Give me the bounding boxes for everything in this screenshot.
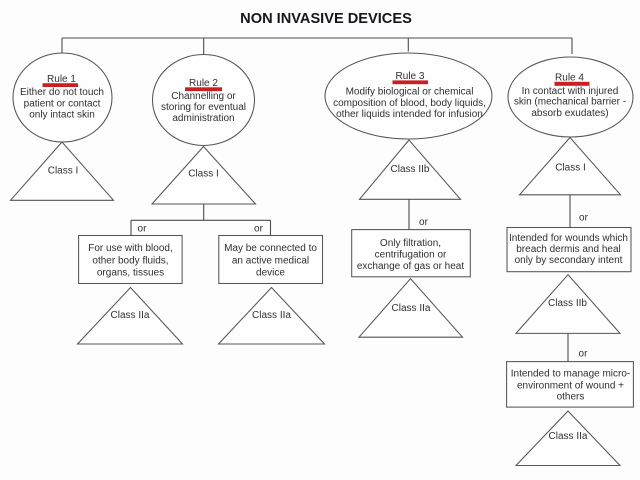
svg-text:Rule 2: Rule 2 <box>189 78 218 89</box>
svg-text:environment of wound +: environment of wound + <box>517 381 624 392</box>
svg-text:patient or contact: patient or contact <box>24 99 101 110</box>
svg-text:In contact with injured: In contact with injured <box>522 86 619 97</box>
svg-text:Intended for wounds which: Intended for wounds which <box>509 233 628 244</box>
svg-text:device: device <box>256 268 285 279</box>
svg-text:Modify biological or chemical: Modify biological or chemical <box>346 87 474 98</box>
svg-text:only by secondary intent: only by secondary intent <box>515 255 623 266</box>
svg-text:exchange of gas or heat: exchange of gas or heat <box>357 261 465 272</box>
svg-text:Channelling or: Channelling or <box>171 91 236 102</box>
svg-text:other liquids intended for inf: other liquids intended for infusion <box>336 109 483 120</box>
svg-text:Intended to manage micro-: Intended to manage micro- <box>511 369 631 380</box>
svg-text:composition of blood, body liq: composition of blood, body liquids, <box>333 98 486 109</box>
svg-text:Class IIa: Class IIa <box>392 303 431 314</box>
svg-text:storing for eventual: storing for eventual <box>161 102 246 113</box>
svg-text:Class I: Class I <box>48 166 79 177</box>
svg-text:or: or <box>254 224 264 235</box>
svg-text:administration: administration <box>172 113 234 124</box>
svg-text:Either do not touch: Either do not touch <box>20 87 104 98</box>
svg-text:Rule 1: Rule 1 <box>47 74 76 85</box>
svg-text:breach dermis and heal: breach dermis and heal <box>516 244 621 255</box>
svg-text:organs, tissues: organs, tissues <box>97 268 164 279</box>
svg-text:or: or <box>138 224 148 235</box>
svg-text:or: or <box>579 349 589 360</box>
svg-text:only intact skin: only intact skin <box>29 110 95 121</box>
svg-text:Only filtration,: Only filtration, <box>380 238 441 249</box>
svg-text:Class IIa: Class IIa <box>252 310 291 321</box>
svg-text:or: or <box>579 213 589 224</box>
svg-text:For use with blood,: For use with blood, <box>88 243 173 254</box>
svg-text:Class IIa: Class IIa <box>549 431 588 442</box>
svg-text:Rule 3: Rule 3 <box>396 71 425 82</box>
svg-text:NON INVASIVE DEVICES: NON INVASIVE DEVICES <box>240 11 412 27</box>
svg-text:Class I: Class I <box>188 169 219 180</box>
svg-text:Class IIb: Class IIb <box>391 164 430 175</box>
svg-text:Rule 4: Rule 4 <box>555 73 584 84</box>
svg-text:Class I: Class I <box>555 163 586 174</box>
svg-text:others: others <box>557 392 585 403</box>
svg-text:Class IIa: Class IIa <box>111 310 150 321</box>
svg-text:or: or <box>419 217 429 228</box>
svg-text:an active medical: an active medical <box>232 256 309 267</box>
svg-text:Class IIb: Class IIb <box>548 298 587 309</box>
svg-text:absorb exudates): absorb exudates) <box>531 108 608 119</box>
svg-text:May be connected to: May be connected to <box>224 243 317 254</box>
svg-text:skin (mechanical barrier -: skin (mechanical barrier - <box>514 97 626 108</box>
svg-text:other body fluids,: other body fluids, <box>92 256 168 267</box>
svg-text:centrifugation or: centrifugation or <box>375 250 447 261</box>
